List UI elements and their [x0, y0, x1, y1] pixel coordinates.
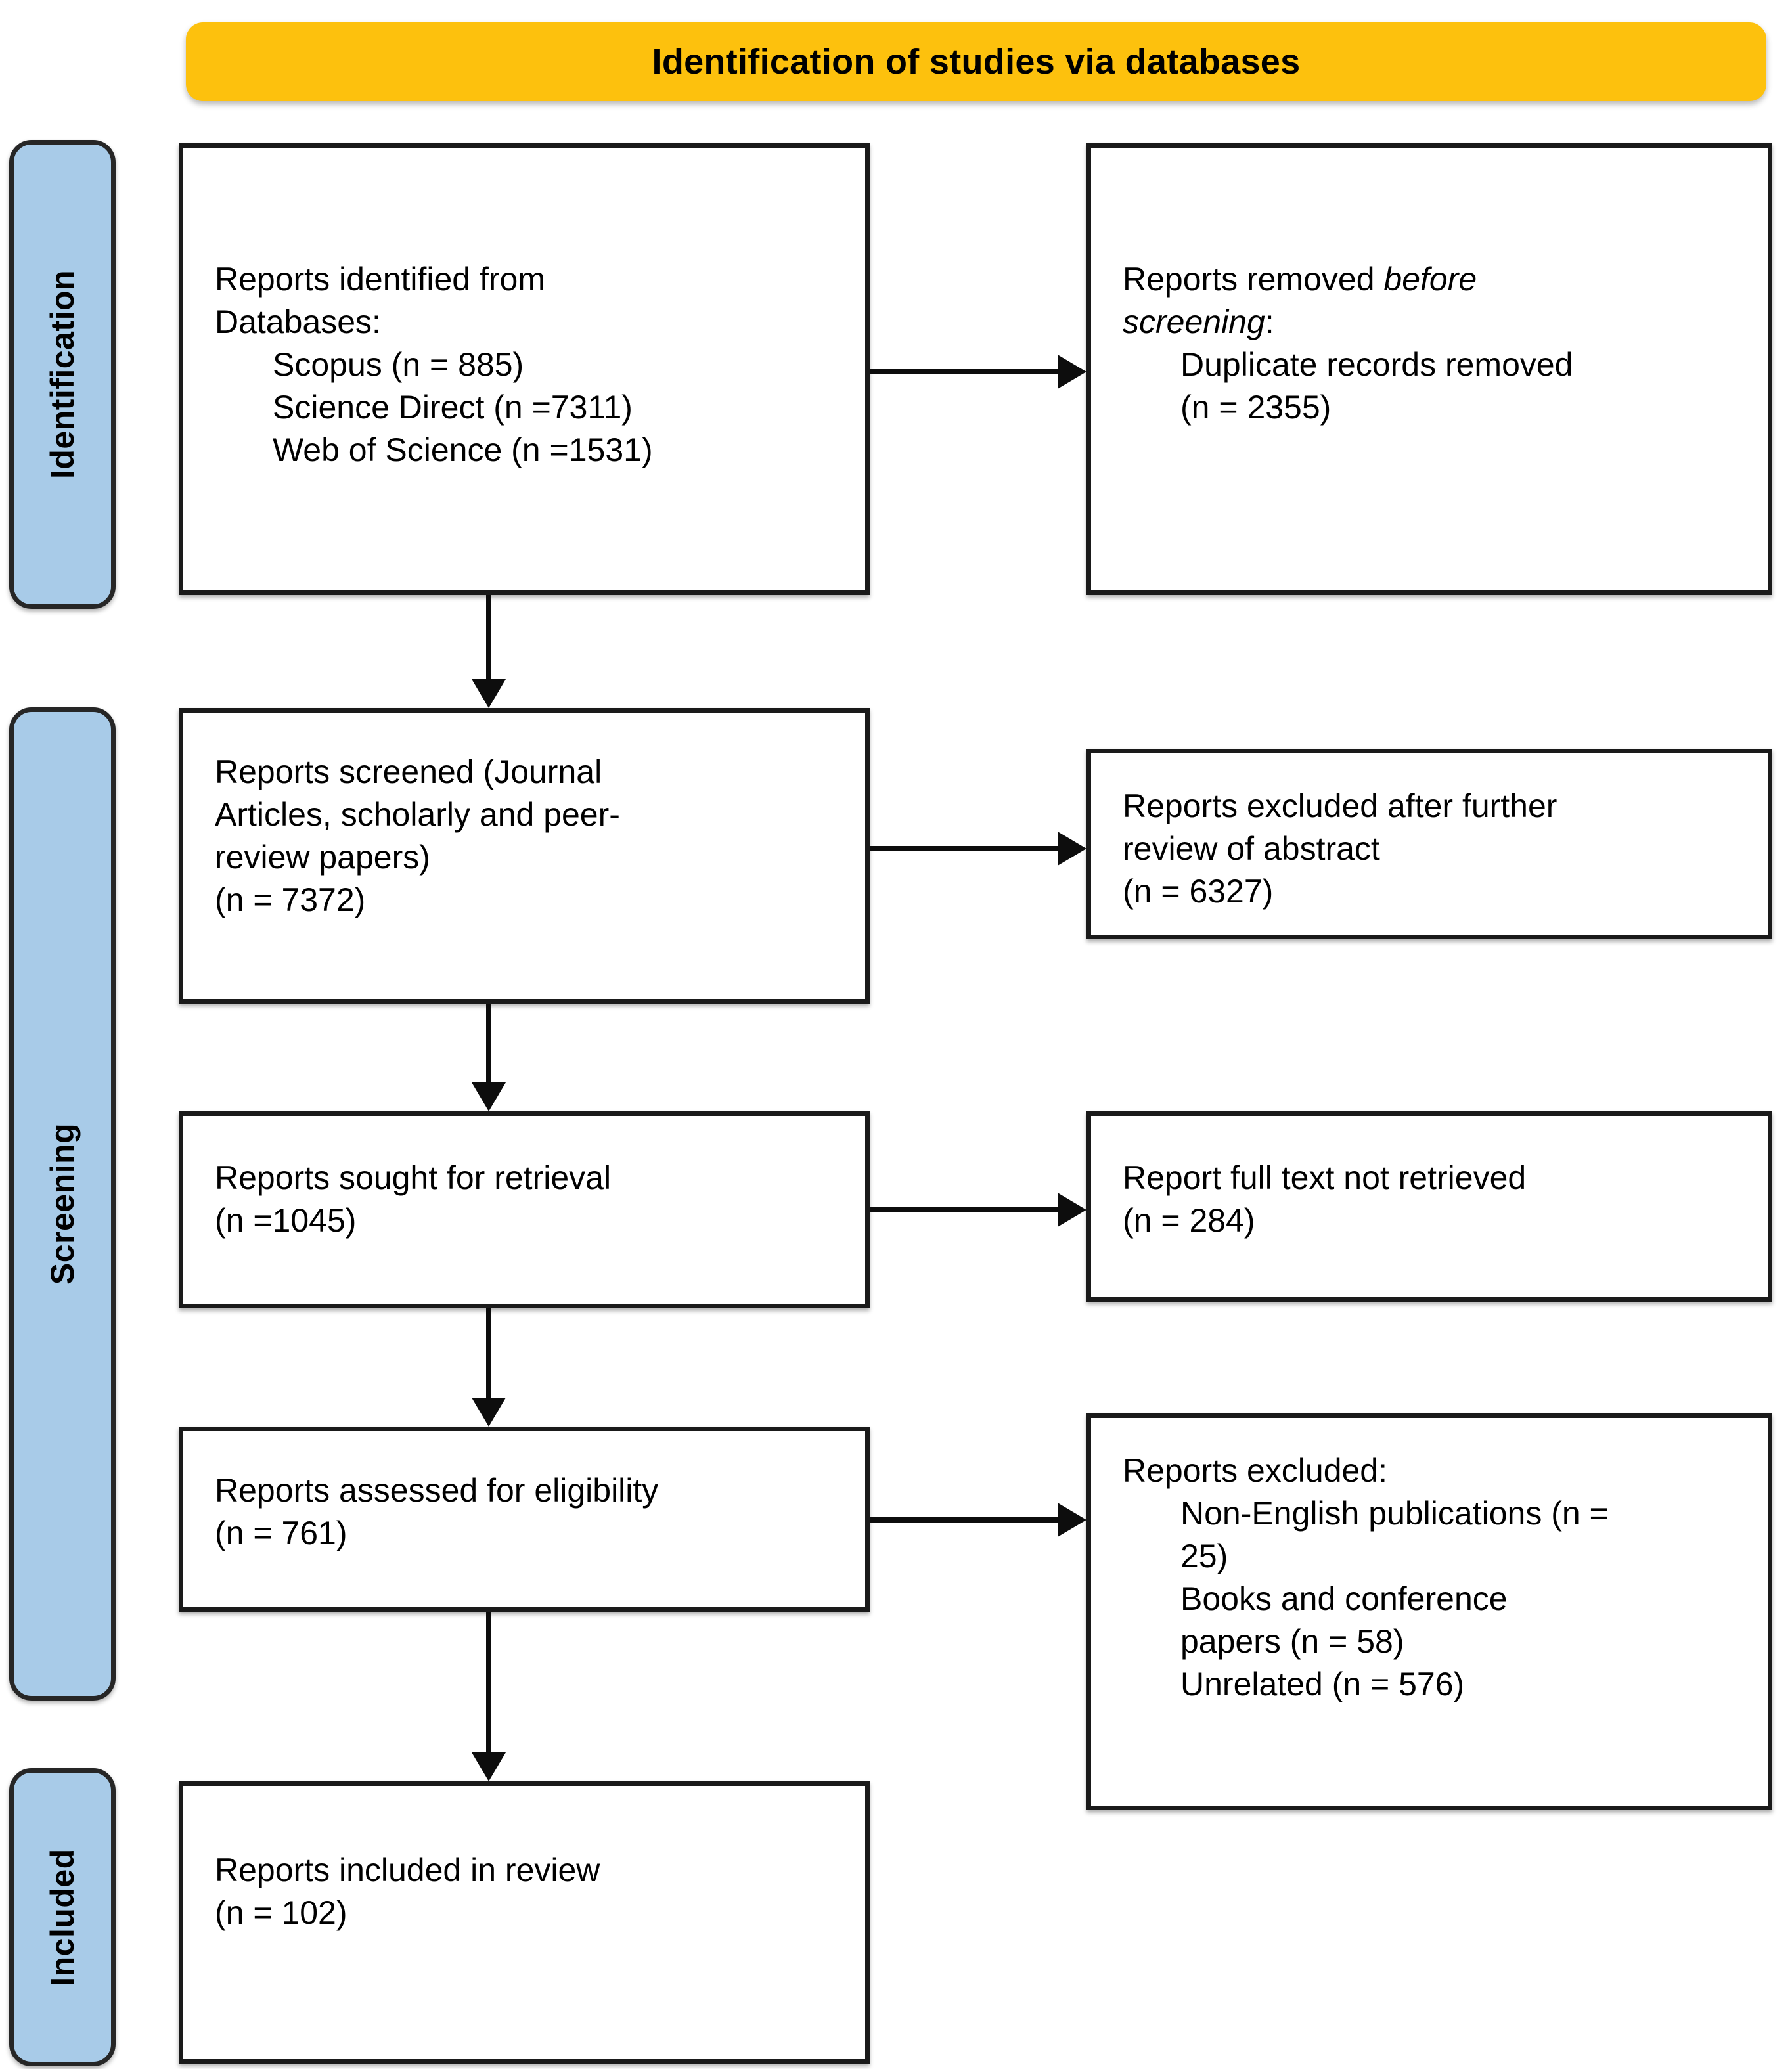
stage-label-screening: Screening [44, 1123, 81, 1285]
box-reports-identified-text: Reports identified from Databases: Scopu… [215, 258, 851, 472]
removed-item-duplicates-count: (n = 2355) [1180, 389, 1332, 426]
removed-item-duplicates: Duplicate records removed [1180, 346, 1573, 383]
box-reports-screened-text: Reports screened (Journal Articles, scho… [215, 751, 851, 922]
stage-label-identification: Identification [44, 269, 81, 479]
included-count: (n = 102) [215, 1894, 347, 1931]
screened-line-2: Articles, scholarly and peer- [215, 796, 620, 833]
arrow-shaft [870, 1517, 1059, 1523]
excluded-abstract-line-2: review of abstract [1123, 830, 1380, 867]
screened-line-3: review papers) [215, 839, 430, 876]
box-reports-sought-retrieval: Reports sought for retrieval (n =1045) [179, 1111, 870, 1308]
diagram-header-banner: Identification of studies via databases [186, 22, 1766, 101]
excluded-detail-heading: Reports excluded: [1123, 1452, 1388, 1489]
excluded-detail-non-english-count: 25) [1180, 1538, 1228, 1574]
arrow-head-down-icon [472, 1398, 506, 1427]
screened-line-1: Reports screened (Journal [215, 753, 602, 790]
box-reports-screened: Reports screened (Journal Articles, scho… [179, 708, 870, 1004]
box-reports-assessed-eligibility: Reports assessed for eligibility (n = 76… [179, 1427, 870, 1612]
identified-item-scopus: Scopus (n = 885) [273, 346, 524, 383]
not-retrieved-count: (n = 284) [1123, 1202, 1255, 1239]
identified-item-science-direct: Science Direct (n =7311) [273, 389, 633, 426]
sought-count: (n =1045) [215, 1202, 357, 1239]
arrow-shaft [486, 1612, 491, 1752]
sought-line-1: Reports sought for retrieval [215, 1159, 612, 1196]
box-reports-assessed-eligibility-text: Reports assessed for eligibility (n = 76… [215, 1469, 851, 1555]
excluded-detail-books-conference-count: papers (n = 58) [1180, 1623, 1404, 1660]
arrow-head-down-icon [472, 1752, 506, 1781]
identified-item-web-of-science: Web of Science (n =1531) [273, 432, 653, 468]
box-reports-removed-text: Reports removed before screening: Duplic… [1123, 258, 1753, 429]
arrow-head-down-icon [472, 679, 506, 708]
arrow-head-right-icon [1058, 1193, 1086, 1227]
excluded-abstract-line-1: Reports excluded after further [1123, 788, 1557, 824]
excluded-detail-books-conference: Books and conference [1180, 1580, 1508, 1617]
stage-tab-screening: Screening [9, 707, 116, 1701]
arrow-head-down-icon [472, 1082, 506, 1111]
box-reports-sought-retrieval-text: Reports sought for retrieval (n =1045) [215, 1157, 851, 1242]
arrow-shaft [870, 1207, 1059, 1212]
stage-label-included: Included [44, 1848, 81, 1986]
identified-line-1: Reports identified from [215, 261, 546, 298]
box-reports-excluded-abstract-text: Reports excluded after further review of… [1123, 785, 1753, 913]
box-reports-identified: Reports identified from Databases: Scopu… [179, 143, 870, 595]
box-fulltext-not-retrieved-text: Report full text not retrieved (n = 284) [1123, 1157, 1753, 1242]
arrow-shaft [870, 846, 1059, 851]
removed-line-1: Reports removed [1123, 261, 1384, 298]
included-line-1: Reports included in review [215, 1852, 600, 1888]
not-retrieved-line-1: Report full text not retrieved [1123, 1159, 1527, 1196]
excluded-abstract-count: (n = 6327) [1123, 873, 1274, 910]
excluded-detail-unrelated: Unrelated (n = 576) [1180, 1666, 1465, 1702]
box-reports-removed: Reports removed before screening: Duplic… [1086, 143, 1772, 595]
diagram-title: Identification of studies via databases [652, 42, 1301, 81]
arrow-head-right-icon [1058, 1503, 1086, 1537]
removed-line-2-tail: : [1265, 303, 1274, 340]
arrow-shaft [486, 1004, 491, 1082]
box-reports-included-review: Reports included in review (n = 102) [179, 1781, 870, 2064]
stage-tab-identification: Identification [9, 140, 116, 609]
excluded-detail-non-english: Non-English publications (n = [1180, 1495, 1609, 1532]
removed-line-1-italic: before [1383, 261, 1477, 298]
stage-tab-included: Included [9, 1768, 116, 2066]
arrow-shaft [486, 1308, 491, 1398]
arrow-shaft [486, 595, 491, 679]
screened-line-4-count: (n = 7372) [215, 881, 366, 918]
arrow-head-right-icon [1058, 355, 1086, 389]
box-fulltext-not-retrieved: Report full text not retrieved (n = 284) [1086, 1111, 1772, 1302]
arrow-shaft [870, 369, 1059, 374]
removed-line-2-italic: screening [1123, 303, 1265, 340]
eligibility-count: (n = 761) [215, 1515, 347, 1551]
arrow-head-right-icon [1058, 832, 1086, 866]
box-reports-excluded-detailed: Reports excluded: Non-English publicatio… [1086, 1413, 1772, 1810]
box-reports-excluded-abstract: Reports excluded after further review of… [1086, 749, 1772, 939]
eligibility-line-1: Reports assessed for eligibility [215, 1472, 659, 1509]
box-reports-included-review-text: Reports included in review (n = 102) [215, 1849, 851, 1934]
identified-line-2: Databases: [215, 303, 381, 340]
box-reports-excluded-detailed-text: Reports excluded: Non-English publicatio… [1123, 1450, 1753, 1706]
